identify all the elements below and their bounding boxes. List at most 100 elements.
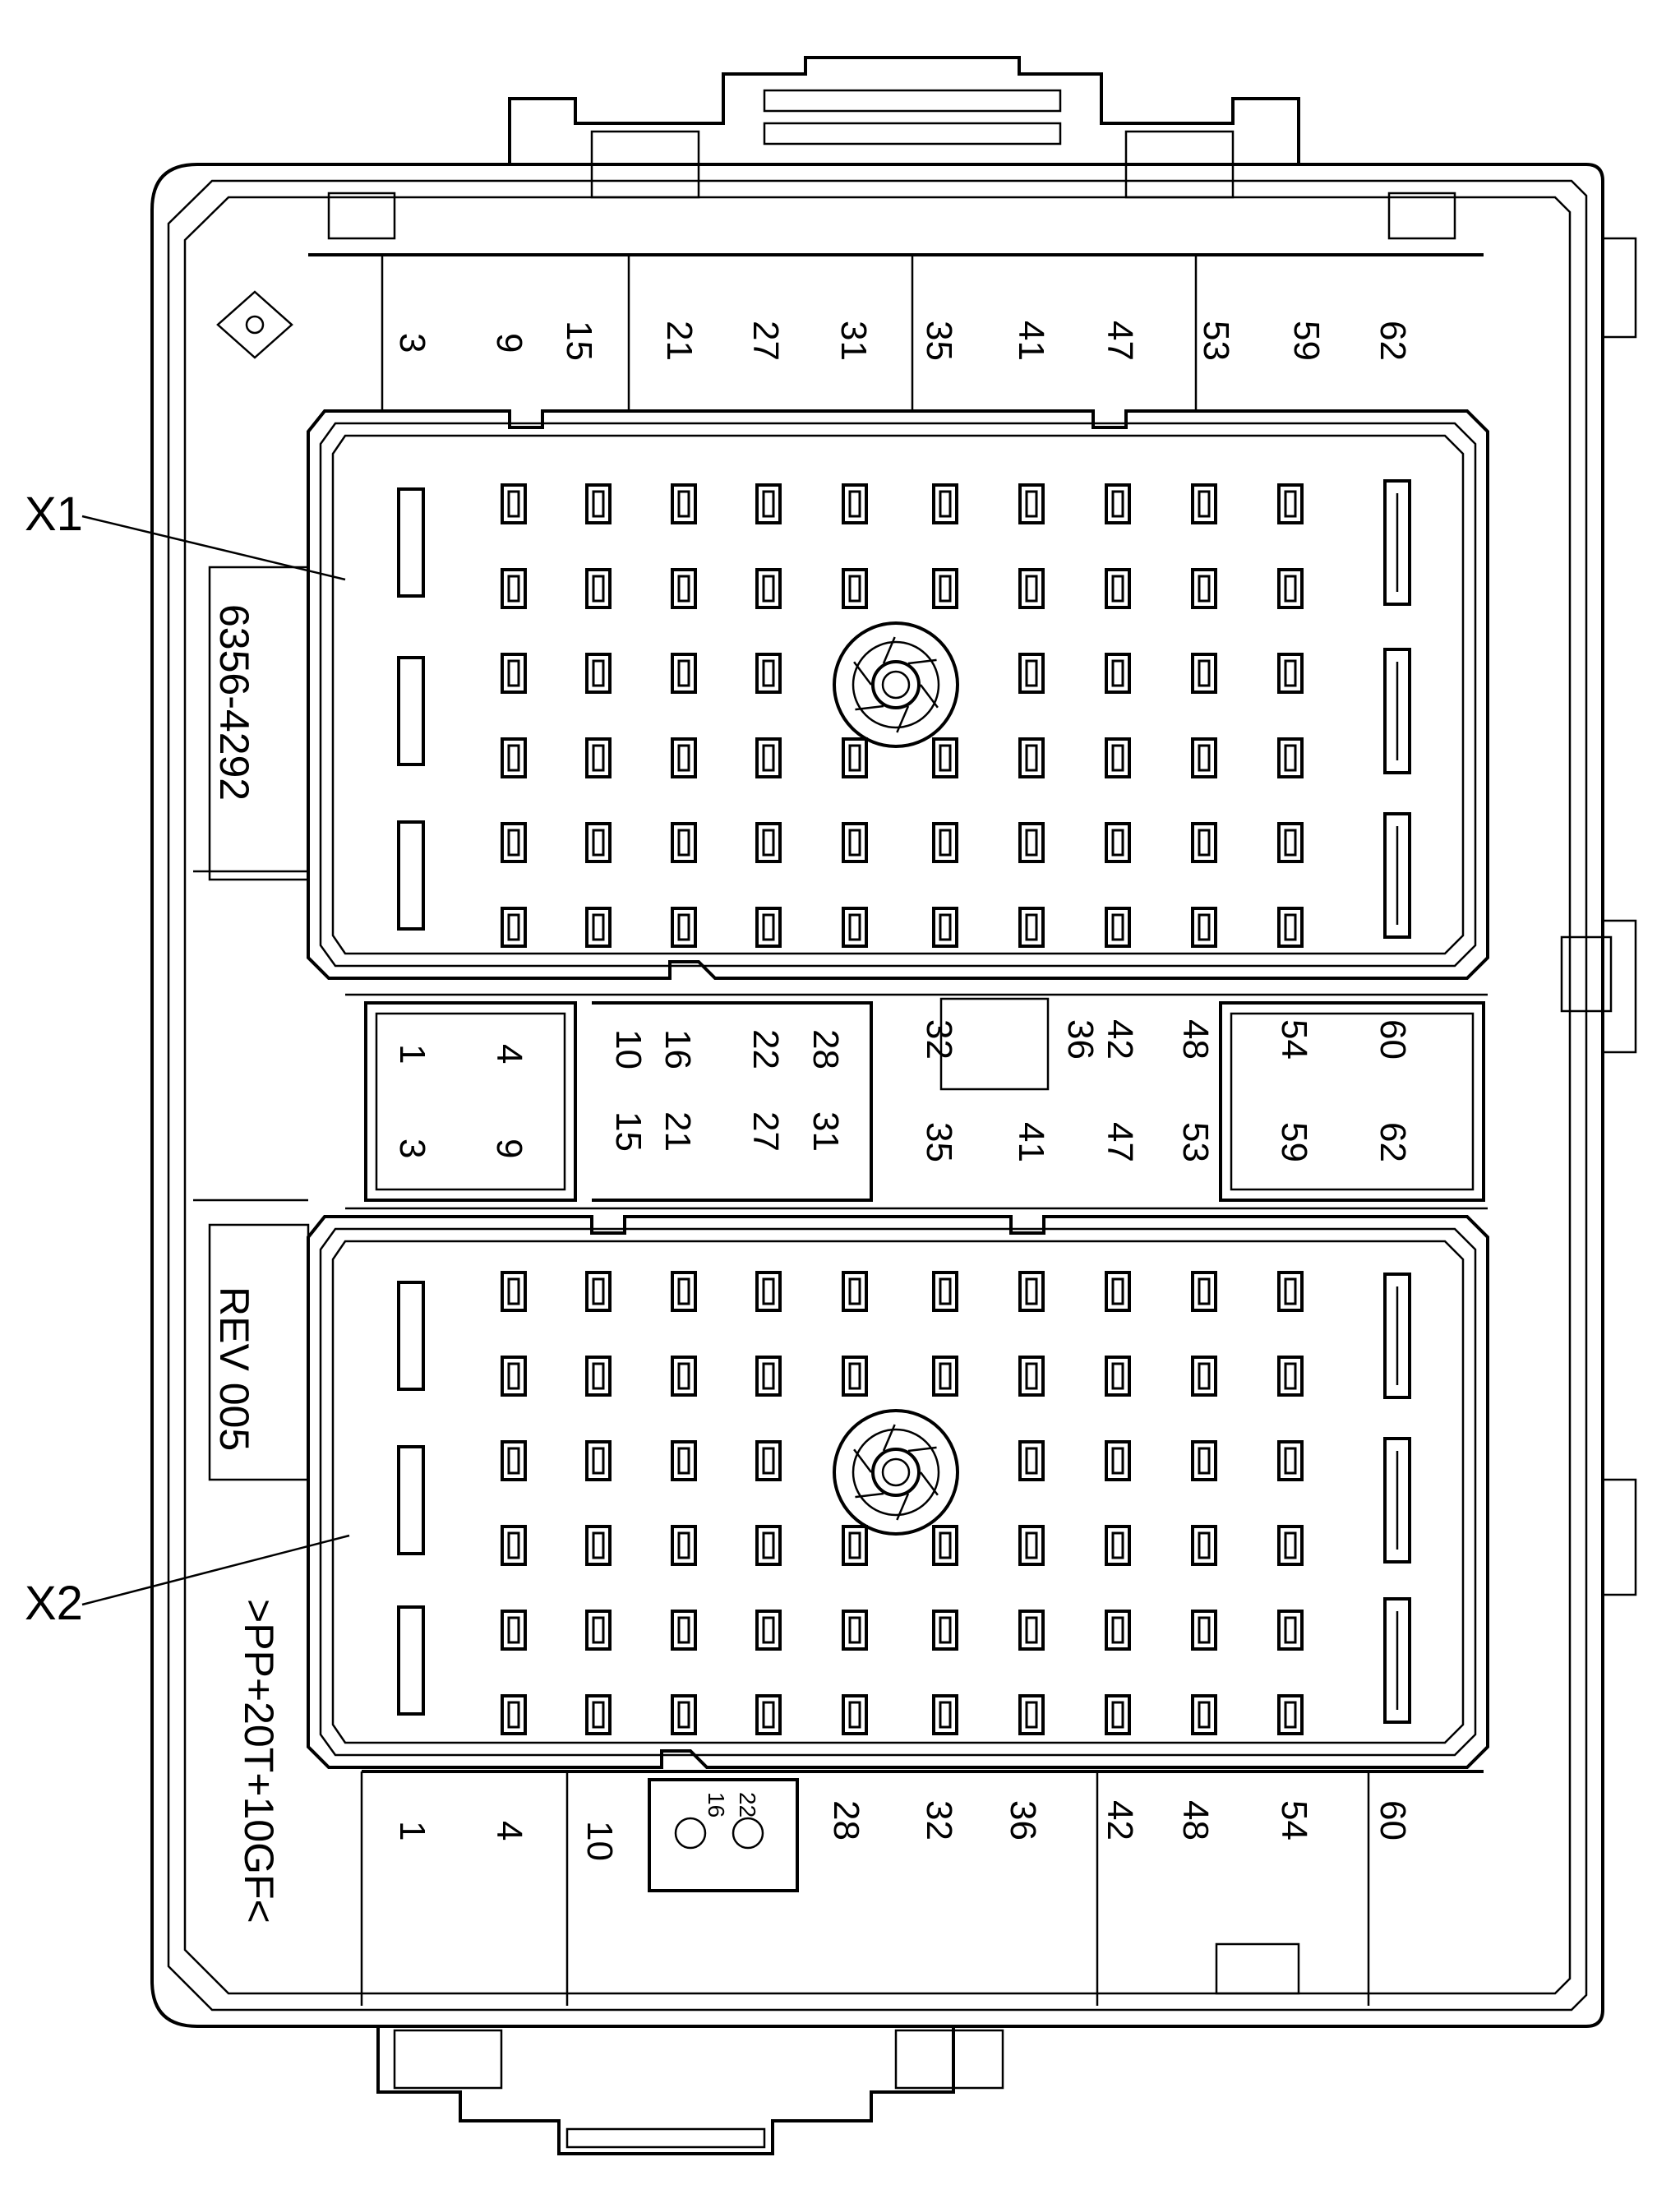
terminal-cavity (1018, 653, 1045, 694)
terminal-cavity (755, 907, 782, 948)
terminal-cavity (585, 737, 612, 778)
terminal-cavity (1191, 1694, 1217, 1735)
terminal-cavity (755, 737, 782, 778)
terminal-cavity (1277, 1610, 1304, 1651)
terminal-cavity (1277, 1525, 1304, 1566)
terminal-cavity (671, 737, 697, 778)
x1-leader-line (81, 515, 346, 581)
terminal-cavity (1277, 568, 1304, 609)
pin-number: 60 (1373, 1800, 1413, 1841)
pin-number: 15 (608, 1111, 648, 1152)
pin-number: 28 (826, 1800, 866, 1841)
terminal-cavity (585, 822, 612, 863)
terminal-cavity (842, 483, 868, 524)
terminal-cavity (842, 1271, 868, 1312)
terminal-cavity (932, 1610, 958, 1651)
pin-number: 54 (1274, 1800, 1314, 1841)
terminal-cavity (932, 1525, 958, 1566)
pin-number: 28 (805, 1029, 846, 1069)
terminal-cavity (585, 1525, 612, 1566)
terminal-cavity (671, 1694, 697, 1735)
terminal-cavity (932, 483, 958, 524)
pin-number: 59 (1286, 321, 1327, 361)
top-band-structure (308, 253, 1484, 411)
terminal-cavity (755, 1610, 782, 1651)
terminal-cavity (1191, 568, 1217, 609)
terminal-cavity (842, 1525, 868, 1566)
terminal-cavity (1018, 1440, 1045, 1481)
middle-band-numbers: 1 4 3 9 10 16 22 28 15 21 27 31 32 36 42… (392, 1019, 1413, 1162)
terminal-cavity (501, 1610, 527, 1651)
terminal-cavity (1191, 1271, 1217, 1312)
pin-number: 59 (1274, 1122, 1314, 1162)
terminal-cavity (671, 907, 697, 948)
terminal-cavity (501, 1356, 527, 1397)
pin-number: 21 (658, 1111, 698, 1152)
pin-number: 3 (392, 1139, 432, 1158)
terminal-cavity (1018, 1525, 1045, 1566)
terminal-cavity (501, 737, 527, 778)
terminal-cavity (585, 1694, 612, 1735)
pin-number: 35 (919, 1122, 959, 1162)
terminal-cavity (671, 653, 697, 694)
terminal-cavity (932, 1356, 958, 1397)
material-code-text: >PP+20T+10GF< (236, 1599, 282, 1924)
terminal-cavity (585, 1271, 612, 1312)
terminal-cavity (671, 483, 697, 524)
pin-number: 48 (1175, 1800, 1216, 1841)
terminal-cavity (755, 822, 782, 863)
terminal-cavity (755, 1356, 782, 1397)
terminal-cavity (1105, 653, 1131, 694)
terminal-cavity (671, 568, 697, 609)
pin-number: 27 (745, 1111, 786, 1152)
terminal-cavity (1018, 1356, 1045, 1397)
terminal-cavity (1105, 568, 1131, 609)
connector-x1-cavities (397, 479, 1411, 948)
pin-number: 9 (489, 333, 529, 353)
terminal-cavity (842, 1356, 868, 1397)
terminal-cavity (501, 1694, 527, 1735)
terminal-cavity (585, 907, 612, 948)
pin-number: 31 (833, 321, 874, 361)
terminal-cavity (501, 483, 527, 524)
terminal-cavity (1018, 1694, 1045, 1735)
terminal-cavity (1105, 907, 1131, 948)
terminal-cavity (585, 653, 612, 694)
terminal-cavity (1018, 568, 1045, 609)
terminal-cavity (1018, 907, 1045, 948)
pin-number: 16 (658, 1029, 698, 1069)
pin-number: 27 (745, 321, 786, 361)
terminal-cavity (1191, 483, 1217, 524)
terminal-cavity (1105, 483, 1131, 524)
terminal-cavity (932, 737, 958, 778)
terminal-cavity (671, 1356, 697, 1397)
pin-number: 62 (1373, 321, 1413, 361)
terminal-cavity (755, 1271, 782, 1312)
terminal-cavity (671, 1440, 697, 1481)
connector-x2-body (307, 1215, 1489, 1769)
middle-band-structure (345, 993, 1488, 1210)
terminal-cavity (671, 822, 697, 863)
terminal-cavity (932, 568, 958, 609)
terminal-cavity (842, 1694, 868, 1735)
terminal-cavity (501, 1525, 527, 1566)
terminal-cavity (1191, 737, 1217, 778)
pin-number: 22 (735, 1792, 760, 1818)
terminal-cavity (501, 653, 527, 694)
pin-number: 4 (489, 1821, 529, 1841)
terminal-cavity (671, 1271, 697, 1312)
pin-number: 1 (392, 1044, 432, 1064)
center-bolt-hub (833, 1409, 959, 1536)
terminal-cavity (1105, 1440, 1131, 1481)
terminal-cavity (1191, 1356, 1217, 1397)
pin-number: 41 (1011, 321, 1051, 361)
pin-number: 60 (1373, 1019, 1413, 1060)
terminal-cavity (1191, 907, 1217, 948)
terminal-cavity (842, 907, 868, 948)
terminal-cavity (585, 1440, 612, 1481)
x2-leader-line (81, 1534, 350, 1606)
terminal-cavity (501, 822, 527, 863)
terminal-cavity (1191, 822, 1217, 863)
pin-number: 35 (919, 321, 959, 361)
terminal-cavity (501, 1440, 527, 1481)
